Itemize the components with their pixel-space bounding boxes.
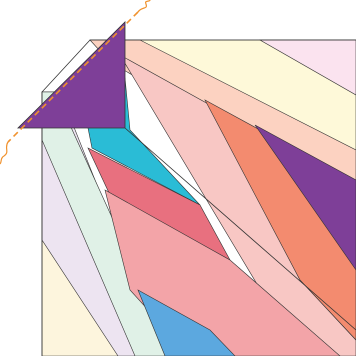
thread-tail-top xyxy=(138,0,150,12)
folded-triangle-flap xyxy=(18,22,125,128)
thread-tail-bottom xyxy=(0,142,8,164)
